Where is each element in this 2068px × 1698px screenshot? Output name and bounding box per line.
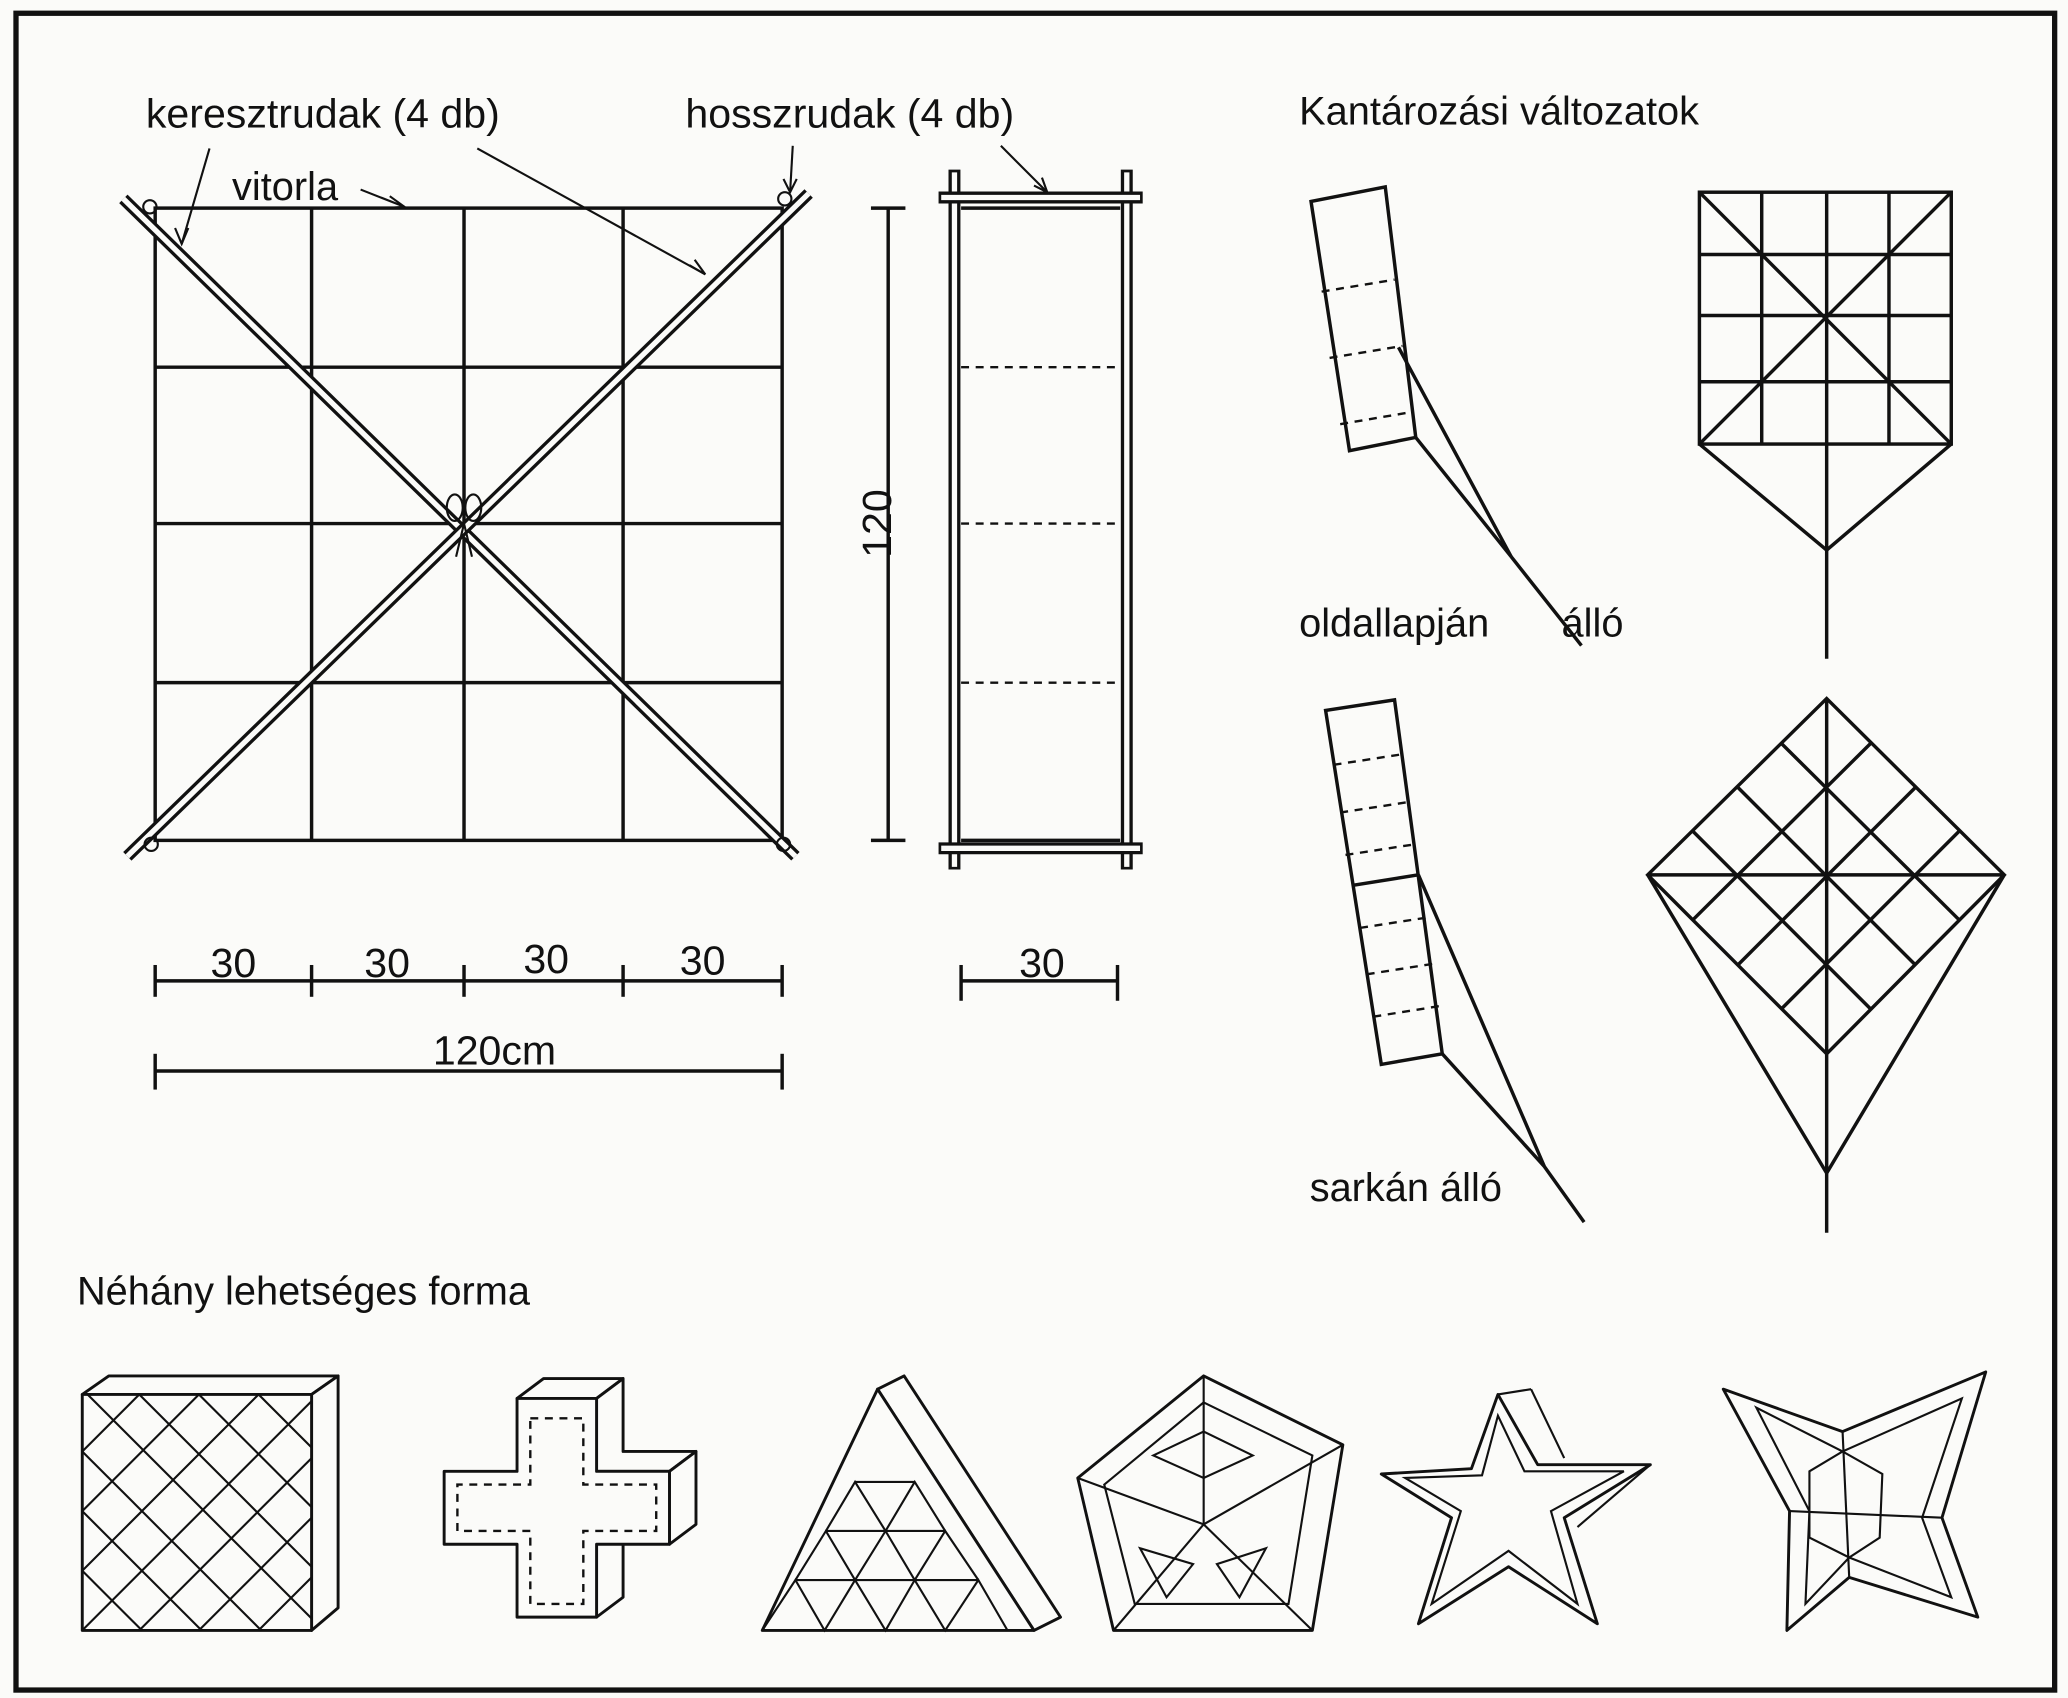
label-width-4: 30 (680, 937, 726, 983)
shape-four-point-star (1721, 1370, 1988, 1632)
shapes-title: Néhány lehetséges forma (77, 1269, 531, 1313)
corner-standing-bridle (1323, 697, 1586, 1224)
bridle-title: Kantározási változatok (1299, 90, 1699, 134)
shape-cross (442, 1377, 698, 1619)
kite-side-view: 120 (854, 169, 1143, 870)
label-width-1: 30 (211, 940, 257, 986)
page-border (13, 10, 2058, 1693)
label-cross-rods: keresztrudak (4 db) (146, 90, 500, 136)
height-dimension (870, 206, 906, 843)
shape-pentagon (1076, 1374, 1345, 1632)
label-sail: vitorla (232, 165, 339, 209)
cross-rods (119, 189, 813, 861)
label-height: 120 (854, 489, 900, 558)
label-corner-standing: sarkán álló (1310, 1166, 1502, 1210)
shape-triangle (760, 1374, 1062, 1633)
shape-square (80, 1374, 340, 1632)
label-depth: 30 (1019, 940, 1065, 986)
label-standing: álló (1562, 601, 1624, 645)
label-width-3: 30 (523, 936, 569, 982)
corner-standing-front-kite (1645, 696, 2007, 1233)
rod-end-loops (142, 191, 793, 853)
width-dimensions (153, 964, 1120, 1090)
kite-front-view: keresztrudak (4 db) hosszrudak (4 db) vi… (119, 90, 1050, 861)
side-standing-front-kite (1697, 190, 1953, 659)
label-long-rods: hosszrudak (4 db) (685, 90, 1014, 136)
shape-star (1379, 1388, 1652, 1626)
label-side-standing: oldallapján (1299, 601, 1489, 645)
label-total-width: 120cm (433, 1027, 556, 1073)
label-width-2: 30 (364, 940, 410, 986)
center-knot (445, 493, 483, 557)
leader-arrows (174, 145, 1050, 276)
side-standing-bridle (1309, 184, 1583, 647)
